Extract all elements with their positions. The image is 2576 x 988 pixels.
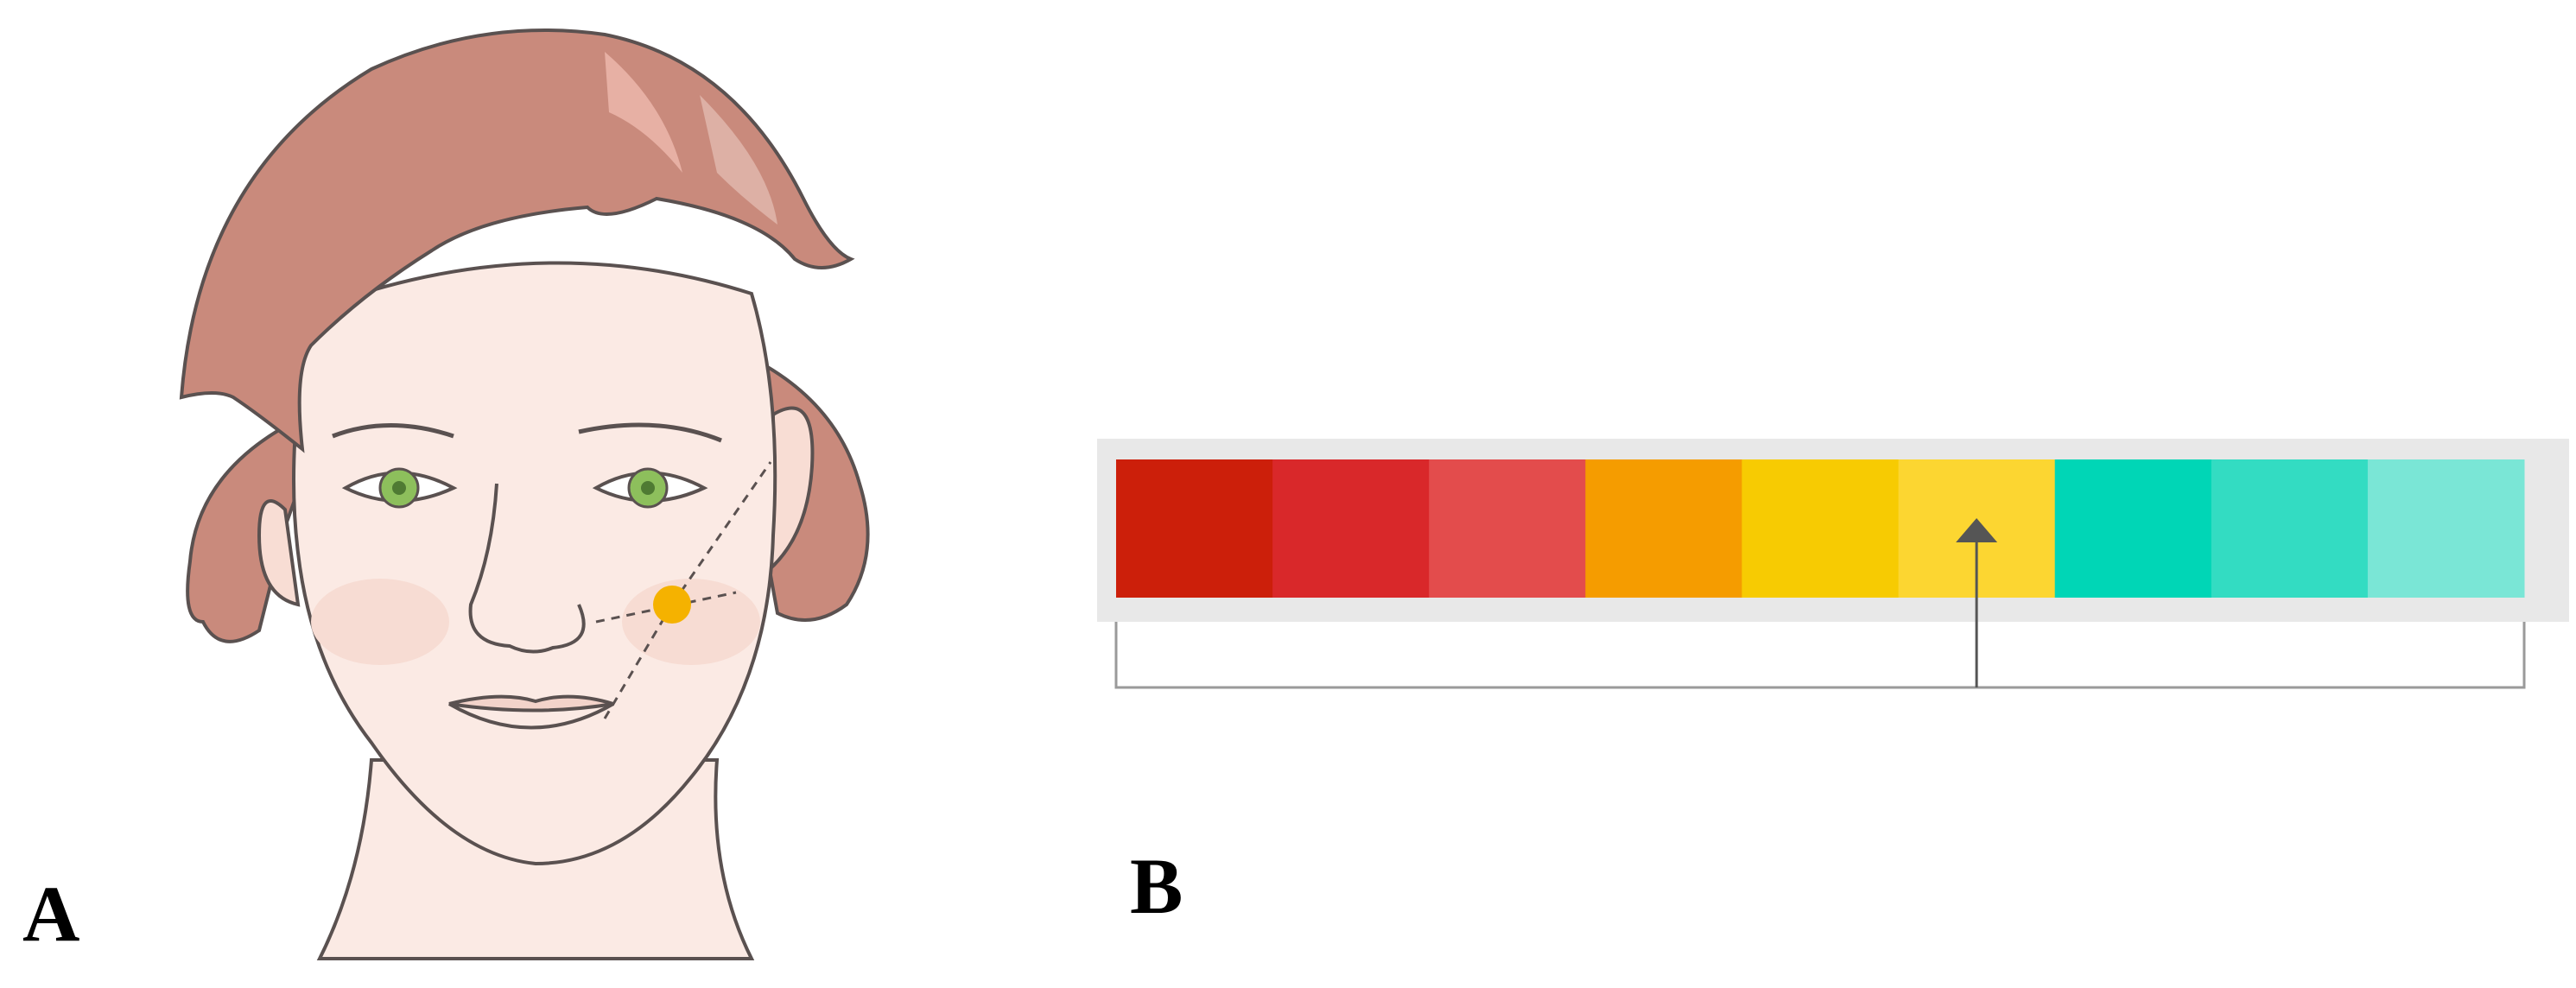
- eyebrow-right: [578, 422, 722, 443]
- marker-arrowhead: [1956, 518, 1998, 542]
- hair-highlight-2: [700, 95, 777, 225]
- eyebrow-left: [332, 423, 454, 439]
- scale-segment-3: [1429, 459, 1586, 598]
- guide-line-nose: [595, 591, 737, 624]
- scale-segment-1: [1116, 459, 1273, 598]
- scale-segment-2: [1272, 459, 1430, 598]
- scale-segment-9: [2367, 459, 2525, 598]
- lower-lip: [447, 702, 615, 730]
- scale-segment-4: [1585, 459, 1742, 598]
- panel-label-b: B: [1130, 842, 1183, 930]
- hair-front: [179, 28, 855, 453]
- nose: [468, 483, 586, 654]
- hair-highlight: [605, 52, 682, 173]
- ear-left: [257, 499, 301, 607]
- scale-segment-8: [2211, 459, 2369, 598]
- eye-left-pupil: [392, 481, 406, 495]
- eye-right-pupil: [641, 481, 655, 495]
- face-shape: [292, 261, 777, 866]
- scale-segment-7: [2054, 459, 2212, 598]
- color-scale: [1097, 439, 2569, 689]
- scale-marker: [1956, 518, 1998, 687]
- panel-label-a: A: [22, 870, 80, 958]
- guide-line-ear: [670, 461, 772, 605]
- face-illustration: [179, 28, 870, 960]
- scale-bracket: [1114, 622, 2526, 689]
- ear-right: [766, 406, 815, 574]
- cheek-right: [622, 579, 760, 665]
- cheek-left: [311, 579, 449, 665]
- scale-segment-5: [1742, 459, 1899, 598]
- upper-lip: [448, 694, 614, 712]
- scale-segments: [1116, 459, 2525, 598]
- acupoint-marker: [653, 586, 691, 624]
- guide-line-mouth: [603, 604, 674, 719]
